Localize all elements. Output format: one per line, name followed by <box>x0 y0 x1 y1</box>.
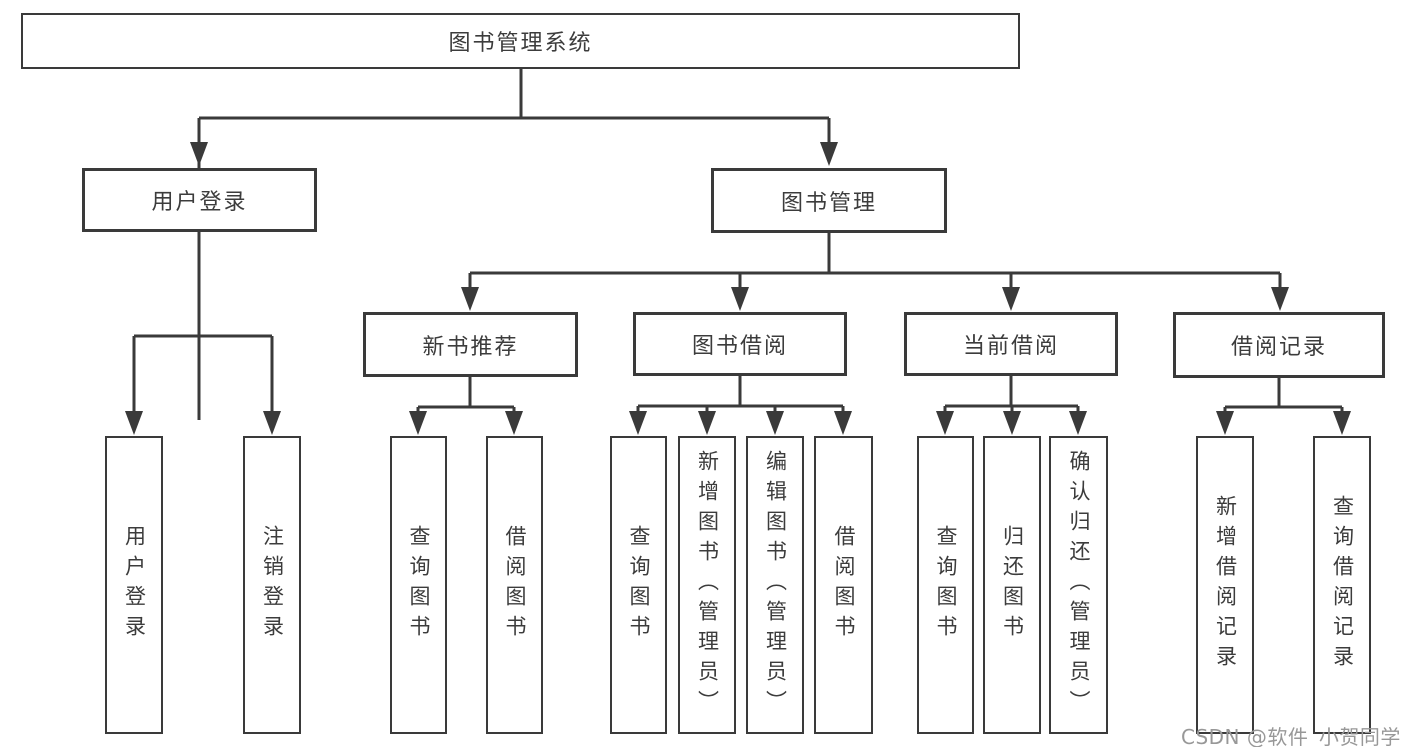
node-book-management: 图书管理 <box>711 168 947 233</box>
leaf-logout: 注销登录 <box>243 436 301 734</box>
leaf-query-books-borrow-label: 查询图书 <box>627 525 651 645</box>
leaf-query-borrow-record: 查询借阅记录 <box>1313 436 1371 734</box>
leaf-query-books-current-label: 查询图书 <box>934 525 958 645</box>
edge-bookborrow-leaves <box>636 376 845 420</box>
leaf-add-books-admin: 新增图书（管理员） <box>678 436 736 734</box>
leaf-return-books-label: 归还图书 <box>1000 525 1025 645</box>
leaf-query-books-borrow: 查询图书 <box>610 436 667 734</box>
leaf-add-borrow-record: 新增借阅记录 <box>1196 436 1254 734</box>
leaf-query-books-current: 查询图书 <box>917 436 974 734</box>
leaf-edit-books-admin-label: 编辑图书（管理员） <box>763 450 788 720</box>
edge-borrowrecord-leaves <box>1223 378 1344 420</box>
leaf-add-borrow-record-label: 新增借阅记录 <box>1213 495 1238 675</box>
node-book-borrowing: 图书借阅 <box>633 312 847 376</box>
leaf-return-books: 归还图书 <box>983 436 1041 734</box>
leaf-user-login-label: 用户登录 <box>122 525 147 645</box>
leaf-confirm-return-admin: 确认归还（管理员） <box>1049 436 1108 734</box>
leaf-borrow-books: 借阅图书 <box>814 436 873 734</box>
leaf-edit-books-admin: 编辑图书（管理员） <box>746 436 804 734</box>
csdn-watermark: CSDN @软件_小贺同学 <box>1181 725 1401 747</box>
edge-newbookrec-leaves <box>416 377 516 420</box>
leaf-borrow-books-recommend: 借阅图书 <box>486 436 543 734</box>
leaf-user-login: 用户登录 <box>105 436 163 734</box>
leaf-borrow-books-recommend-label: 借阅图书 <box>503 525 527 645</box>
node-library-management-system: 图书管理系统 <box>21 13 1020 69</box>
edge-root-level2 <box>197 67 831 420</box>
leaf-logout-label: 注销登录 <box>260 525 285 645</box>
node-current-borrowing: 当前借阅 <box>904 312 1118 376</box>
leaf-query-books-recommend-label: 查询图书 <box>407 525 431 645</box>
node-new-book-recommendation: 新书推荐 <box>363 312 578 377</box>
node-borrowing-records: 借阅记录 <box>1173 312 1385 378</box>
leaf-confirm-return-admin-label: 确认归还（管理员） <box>1067 450 1091 720</box>
edge-userlogin-leaves <box>132 232 274 420</box>
arrowheads <box>125 142 1351 435</box>
leaf-add-books-admin-label: 新增图书（管理员） <box>695 450 720 720</box>
leaf-query-borrow-record-label: 查询借阅记录 <box>1330 495 1355 675</box>
node-user-login: 用户登录 <box>82 168 317 232</box>
edge-bookmgmt-level3 <box>468 233 1282 295</box>
leaf-borrow-books-label: 借阅图书 <box>832 525 856 645</box>
leaf-query-books-recommend: 查询图书 <box>390 436 447 734</box>
